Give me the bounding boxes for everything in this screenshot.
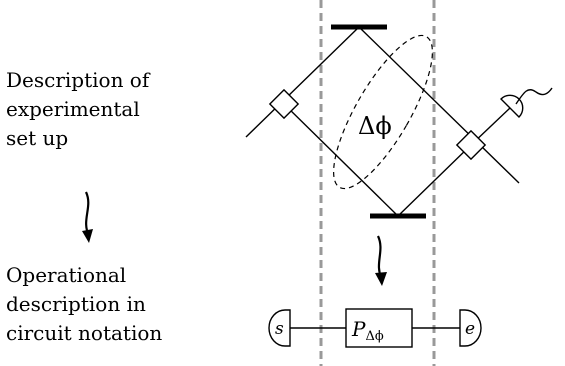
effect-box bbox=[459, 309, 482, 347]
setup-description-label: Description of experimental set up bbox=[6, 68, 150, 150]
left-beam-splitter bbox=[268, 88, 300, 120]
phase-shift-label: Δϕ bbox=[358, 112, 392, 140]
effect-label: e bbox=[465, 319, 475, 339]
middle-arrow bbox=[375, 235, 387, 286]
process-box bbox=[345, 308, 413, 348]
circuit-description-label: Operational description in circuit notat… bbox=[6, 263, 163, 345]
interferometer-paths bbox=[245, 26, 520, 217]
process-label: PΔϕ bbox=[351, 317, 384, 344]
circuit-diagram: s PΔϕ e bbox=[268, 308, 482, 348]
left-arrow bbox=[82, 191, 93, 243]
source-state-box bbox=[268, 309, 291, 347]
phase-shift-region bbox=[333, 34, 433, 190]
source-state-label: s bbox=[275, 319, 284, 339]
detector-icon bbox=[500, 87, 553, 118]
right-beam-splitter bbox=[455, 129, 487, 161]
